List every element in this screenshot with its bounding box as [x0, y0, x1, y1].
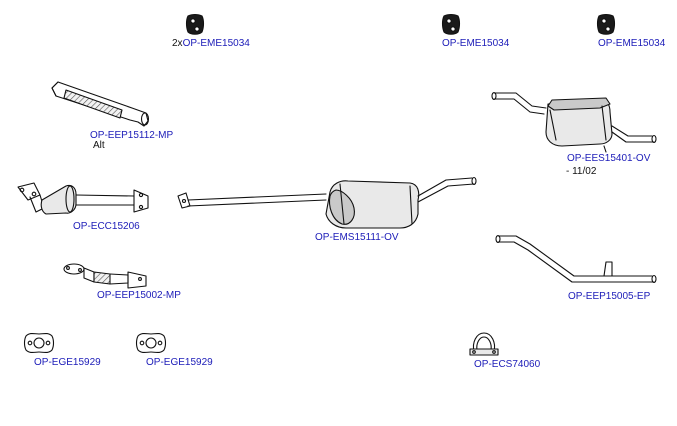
flex-pipe-drawing[interactable] [63, 263, 147, 289]
part-label-clamp[interactable]: OP-ECS74060 [474, 359, 541, 370]
part-number: OP-EME15034 [182, 38, 250, 49]
part-label-catalyst[interactable]: OP-ECC15206 [73, 221, 140, 232]
quantity-prefix: 2x [172, 38, 183, 49]
part-label-rear-silencer[interactable]: OP-EES15401-OV [567, 153, 651, 164]
catalyst-drawing[interactable] [17, 182, 149, 215]
note-rear-silencer: - 11/02 [566, 166, 597, 177]
part-label-middle-silencer[interactable]: OP-EMS15111-OV [315, 232, 399, 243]
rubber-hanger-2[interactable] [441, 13, 461, 35]
part-label-gasket-2[interactable]: OP-EGE15929 [146, 357, 213, 368]
part-label-flex-pipe[interactable]: OP-EEP15002-MP [97, 290, 181, 301]
gasket-1-drawing[interactable] [23, 332, 55, 354]
rear-silencer-drawing[interactable] [491, 91, 657, 153]
part-label-hanger-3[interactable]: OP-EME15034 [598, 38, 666, 49]
part-label-gasket-1[interactable]: OP-EGE15929 [34, 357, 101, 368]
note-front-pipe: Alt [93, 140, 105, 151]
clamp-drawing[interactable] [469, 332, 499, 356]
rubber-hanger-3[interactable] [596, 13, 616, 35]
gasket-2-drawing[interactable] [135, 332, 167, 354]
rubber-hanger-1[interactable] [185, 13, 205, 35]
part-label-front-pipe[interactable]: OP-EEP15112-MP [90, 130, 174, 141]
middle-silencer-drawing[interactable] [177, 176, 477, 229]
front-pipe-drawing[interactable] [51, 81, 150, 127]
part-label-hanger-1[interactable]: 2xOP-EME15034 [172, 38, 250, 50]
tail-pipe-drawing[interactable] [495, 234, 657, 284]
part-label-hanger-2[interactable]: OP-EME15034 [442, 38, 510, 49]
part-label-tail-pipe[interactable]: OP-EEP15005-EP [568, 291, 651, 302]
